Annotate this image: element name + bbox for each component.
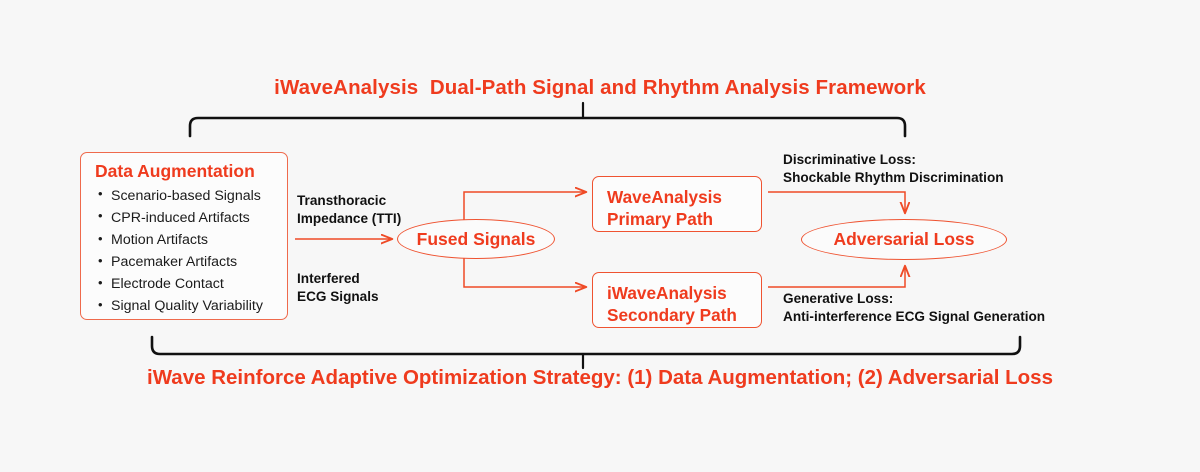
- edge-label-interfered-ecg: Interfered ECG Signals: [297, 271, 379, 304]
- arrow-primary-to-adversarial: [768, 191, 905, 213]
- node-waveanalysis-primary-path: WaveAnalysis Primary Path: [592, 176, 762, 232]
- arrow-fused-to-primary: [463, 192, 586, 222]
- node-iwaveanalysis-secondary-path: iWaveAnalysis Secondary Path: [592, 272, 762, 328]
- strategy-caption: iWave Reinforce Adaptive Optimization St…: [147, 366, 1053, 389]
- list-item: Pacemaker Artifacts: [98, 251, 287, 273]
- framework-title: iWaveAnalysis Dual-Path Signal and Rhyth…: [274, 76, 926, 99]
- arrow-secondary-to-adversarial: [768, 266, 905, 288]
- data-augmentation-box: Data Augmentation Scenario-based Signals…: [80, 152, 288, 320]
- edge-label-tti: Transthoracic Impedance (TTI): [297, 193, 402, 226]
- node-fused-signals: Fused Signals: [397, 219, 555, 259]
- data-augmentation-list: Scenario-based Signals CPR-induced Artif…: [81, 184, 287, 317]
- arrow-fused-to-secondary: [463, 256, 586, 287]
- list-item: CPR-induced Artifacts: [98, 206, 287, 229]
- list-item: Motion Artifacts: [98, 229, 287, 251]
- list-item: Electrode Contact: [98, 273, 287, 295]
- data-augmentation-title: Data Augmentation: [95, 161, 255, 181]
- edge-label-discriminative-loss: Discriminative Loss: Shockable Rhythm Di…: [783, 152, 1004, 185]
- list-item: Signal Quality Variability: [98, 295, 287, 317]
- node-adversarial-loss: Adversarial Loss: [801, 219, 1007, 260]
- top-bracket: [188, 116, 907, 138]
- list-item: Scenario-based Signals: [98, 184, 287, 207]
- bottom-bracket: [150, 335, 1022, 356]
- edge-label-generative-loss: Generative Loss: Anti-interference ECG S…: [783, 291, 1046, 324]
